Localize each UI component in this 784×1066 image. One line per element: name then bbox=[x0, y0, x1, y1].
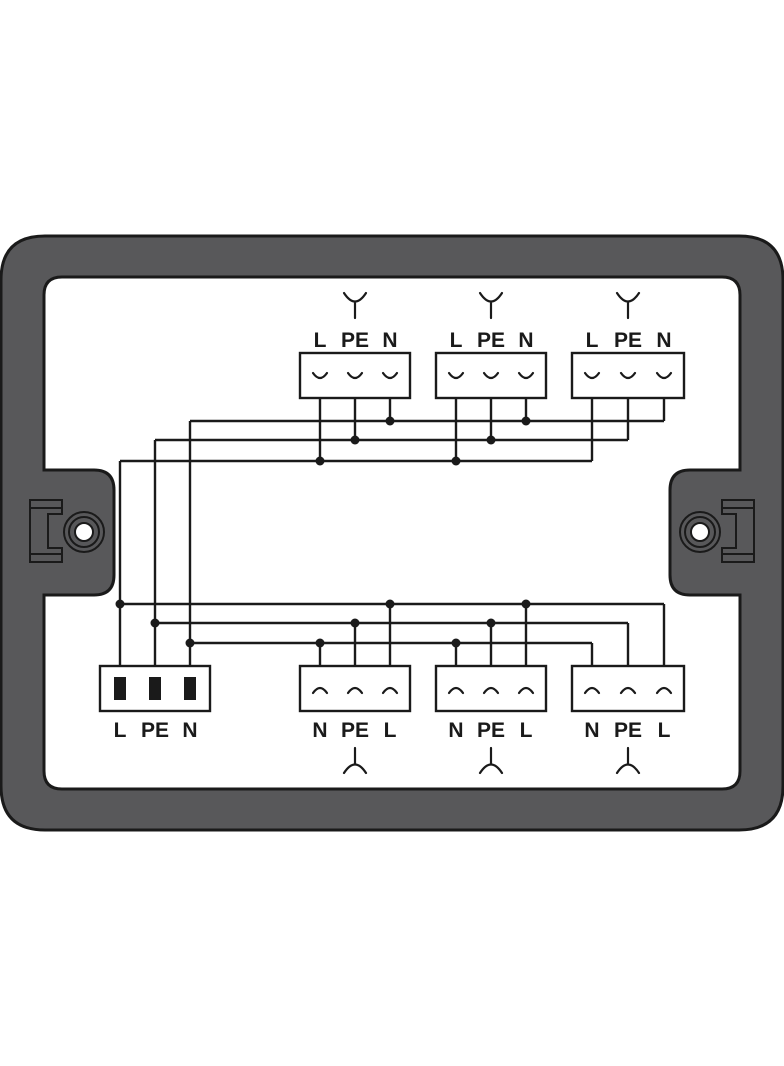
junction-dot bbox=[115, 599, 125, 609]
junction-dot bbox=[150, 618, 160, 628]
contact-l-icon bbox=[583, 371, 601, 380]
junction-dot bbox=[185, 638, 195, 648]
plug-symbol-icon bbox=[342, 746, 368, 775]
junction-dot bbox=[486, 435, 496, 445]
input-pin-n-icon bbox=[184, 677, 196, 700]
input-label-n: N bbox=[182, 719, 197, 742]
top-connector-2-label-n: N bbox=[518, 329, 533, 352]
bottom-connector-2-label-pe: PE bbox=[477, 719, 505, 742]
socket-symbol-icon bbox=[478, 291, 504, 320]
top-connector-3-label-n: N bbox=[656, 329, 671, 352]
junction-dot bbox=[315, 638, 325, 648]
contact-pe-icon bbox=[482, 371, 500, 380]
junction-dot bbox=[451, 638, 461, 648]
plug-symbol-icon bbox=[478, 746, 504, 775]
top-connector: L PE N bbox=[570, 291, 686, 400]
contact-l-icon bbox=[311, 371, 329, 380]
bottom-connector-3-label-l: L bbox=[658, 719, 671, 742]
top-connector-1-label-pe: PE bbox=[341, 329, 369, 352]
junction-dot bbox=[385, 599, 395, 609]
contact-pe-icon bbox=[482, 686, 500, 695]
top-connector: L PE N bbox=[298, 291, 412, 400]
junction-dot bbox=[385, 416, 395, 426]
bottom-connector-2-label-n: N bbox=[448, 719, 463, 742]
distribution-box-housing bbox=[0, 234, 784, 832]
contact-pe-icon bbox=[346, 371, 364, 380]
bottom-connector: N PE L bbox=[298, 664, 412, 775]
socket-symbol-icon bbox=[342, 291, 368, 320]
junction-dot bbox=[486, 618, 496, 628]
bottom-connector: N PE L bbox=[434, 664, 548, 775]
junction-dot bbox=[521, 599, 531, 609]
bottom-connector-1-label-n: N bbox=[312, 719, 327, 742]
lug-bracket-left-icon bbox=[29, 499, 63, 563]
housing-frame bbox=[0, 234, 784, 832]
junction-dots bbox=[115, 416, 531, 648]
top-connector-3-label-pe: PE bbox=[614, 329, 642, 352]
input-label-pe: PE bbox=[141, 719, 169, 742]
junction-dot bbox=[521, 416, 531, 426]
input-connector: L PE N bbox=[98, 664, 212, 742]
bottom-connector-1-label-l: L bbox=[384, 719, 397, 742]
bottom-connector-3-label-pe: PE bbox=[614, 719, 642, 742]
junction-dot bbox=[451, 456, 461, 466]
contact-l-icon bbox=[381, 686, 399, 695]
contact-l-icon bbox=[655, 686, 673, 695]
top-connector-2-label-pe: PE bbox=[477, 329, 505, 352]
input-pin-pe-icon bbox=[149, 677, 161, 700]
lug-bracket-right-icon bbox=[721, 499, 755, 563]
top-connector: L PE N bbox=[434, 291, 548, 400]
input-pin-l-icon bbox=[114, 677, 126, 700]
contact-l-icon bbox=[517, 686, 535, 695]
top-connector-2-label-l: L bbox=[450, 329, 463, 352]
top-connector-1-label-l: L bbox=[314, 329, 327, 352]
contact-n-icon bbox=[517, 371, 535, 380]
bottom-connector-1-label-pe: PE bbox=[341, 719, 369, 742]
mounting-lug-left bbox=[29, 499, 105, 563]
top-connector-2-body bbox=[434, 351, 548, 400]
contact-pe-icon bbox=[346, 686, 364, 695]
top-connector-3-label-l: L bbox=[586, 329, 599, 352]
wiring bbox=[115, 383, 666, 683]
top-connector-1-body bbox=[298, 351, 412, 400]
contact-n-icon bbox=[583, 686, 601, 695]
bottom-connector: N PE L bbox=[570, 664, 686, 775]
top-connector-3-body bbox=[570, 351, 686, 400]
mounting-lug-right bbox=[679, 499, 755, 563]
junction-dot bbox=[350, 435, 360, 445]
plug-symbol-icon bbox=[615, 746, 641, 775]
junction-dot bbox=[350, 618, 360, 628]
contact-n-icon bbox=[655, 371, 673, 380]
contact-pe-icon bbox=[619, 371, 637, 380]
contact-n-icon bbox=[381, 371, 399, 380]
contact-l-icon bbox=[447, 371, 465, 380]
contact-pe-icon bbox=[619, 686, 637, 695]
contact-n-icon bbox=[311, 686, 329, 695]
contact-n-icon bbox=[447, 686, 465, 695]
bottom-connector-3-label-n: N bbox=[584, 719, 599, 742]
bottom-connector-2-label-l: L bbox=[520, 719, 533, 742]
top-connector-1-label-n: N bbox=[382, 329, 397, 352]
input-label-l: L bbox=[114, 719, 127, 742]
junction-dot bbox=[315, 456, 325, 466]
socket-symbol-icon bbox=[615, 291, 641, 320]
